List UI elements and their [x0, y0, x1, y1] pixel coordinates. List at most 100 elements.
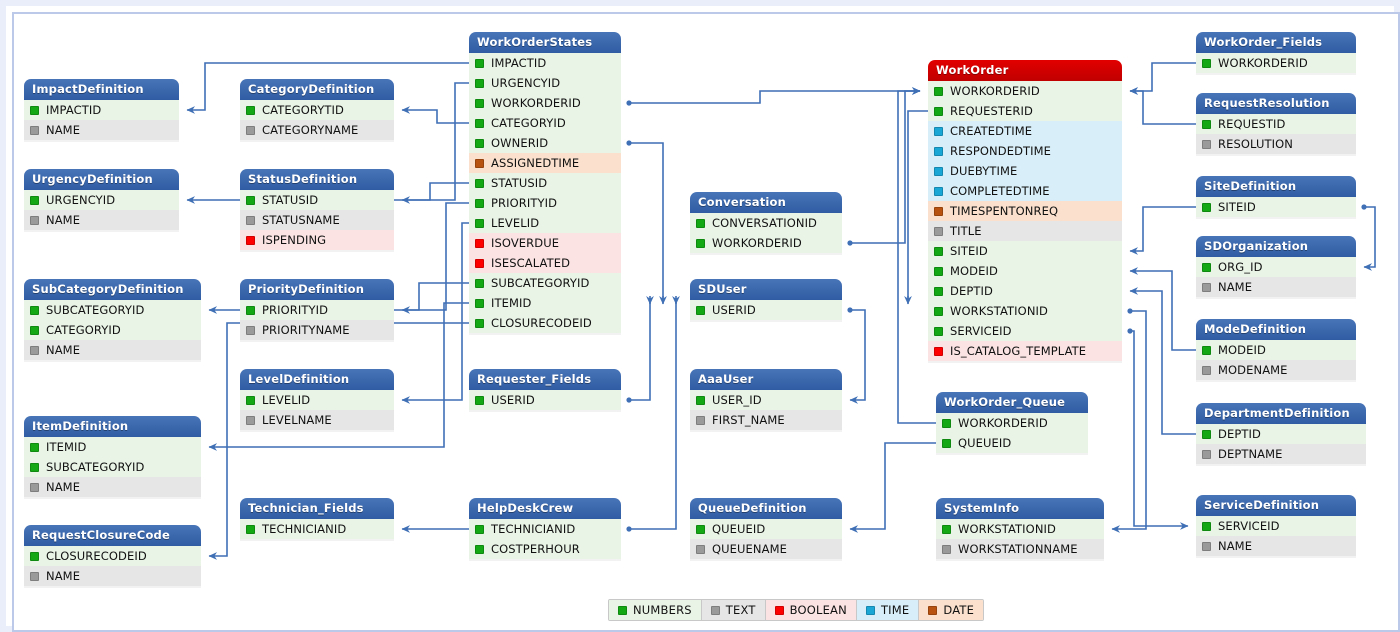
column-name: ITEMID [491, 296, 532, 310]
column-name: PRIORITYID [491, 196, 558, 210]
datatype-num-icon [475, 198, 484, 208]
column-row: LEVELID [240, 390, 394, 410]
legend-label: TIME [880, 603, 910, 617]
legend-label: DATE [943, 603, 975, 617]
type-legend: NUMBERS TEXT BOOLEAN TIME DATE [608, 599, 985, 621]
column-row: TECHNICIANID [469, 519, 621, 539]
table-header-prioritydefinition: PriorityDefinition [240, 279, 394, 300]
column-row: WORKSTATIONNAME [936, 539, 1104, 559]
datatype-txt-icon [1202, 449, 1211, 459]
column-row: DEPTID [1196, 424, 1366, 444]
column-name: ISESCALATED [491, 256, 571, 270]
column-row: SUBCATEGORYID [469, 273, 621, 293]
legend-label: NUMBERS [633, 603, 692, 617]
table-header-departmentdefinition: DepartmentDefinition [1196, 403, 1366, 424]
table-header-requestclosurecode: RequestClosureCode [24, 525, 201, 546]
column-row: QUEUEID [936, 433, 1088, 453]
column-name: ISPENDING [262, 233, 327, 247]
datatype-num-icon [246, 395, 255, 405]
datatype-num-icon [246, 105, 255, 115]
column-row: ISPENDING [240, 230, 394, 250]
datatype-num-icon [1202, 521, 1211, 531]
legend-item-date: DATE [919, 600, 984, 620]
legend-label: BOOLEAN [789, 603, 847, 617]
table-header-modedefinition: ModeDefinition [1196, 319, 1356, 340]
datatype-num-icon [475, 118, 484, 128]
column-row: STATUSNAME [240, 210, 394, 230]
column-name: STATUSID [491, 176, 548, 190]
datatype-num-icon [934, 246, 943, 256]
column-row: SUBCATEGORYID [24, 457, 201, 477]
table-header-requester_fields: Requester_Fields [469, 369, 621, 390]
legend-label: TEXT [725, 603, 756, 617]
datatype-num-icon [942, 524, 951, 534]
column-row: COSTPERHOUR [469, 539, 621, 559]
datatype-num-icon [934, 286, 943, 296]
column-name: NAME [1218, 280, 1253, 294]
column-row: ORG_ID [1196, 257, 1356, 277]
table-columns-workorder_fields: WORKORDERID [1196, 53, 1356, 75]
column-name: NAME [46, 569, 81, 583]
datatype-num-icon [934, 306, 943, 316]
column-row: DEPTID [928, 281, 1122, 301]
column-name: PRIORITYNAME [262, 323, 350, 337]
column-row: ASSIGNEDTIME [469, 153, 621, 173]
legend-swatch-txt [710, 605, 720, 615]
datatype-bool-icon [246, 235, 255, 245]
column-row: WORKORDERID [690, 233, 842, 253]
column-row: CATEGORYID [24, 320, 201, 340]
column-name: CLOSURECODEID [491, 316, 592, 330]
column-name: LEVELID [491, 216, 540, 230]
table-header-aaauser: AaaUser [690, 369, 842, 390]
column-name: WORKSTATIONNAME [958, 542, 1078, 556]
column-name: WORKSTATIONID [950, 304, 1048, 318]
datatype-txt-icon [30, 571, 39, 581]
column-name: MODEID [1218, 343, 1266, 357]
column-row: NAME [24, 566, 201, 586]
column-name: NAME [46, 123, 81, 137]
table-columns-requester_fields: USERID [469, 390, 621, 412]
column-name: TECHNICIANID [491, 522, 576, 536]
column-row: CATEGORYID [469, 113, 621, 133]
column-name: CLOSURECODEID [46, 549, 147, 563]
column-name: NAME [46, 213, 81, 227]
column-name: REQUESTERID [950, 104, 1033, 118]
datatype-bool-icon [934, 346, 943, 356]
datatype-num-icon [1202, 345, 1211, 355]
column-name: URGENCYID [46, 193, 116, 207]
column-name: SUBCATEGORYID [46, 303, 145, 317]
